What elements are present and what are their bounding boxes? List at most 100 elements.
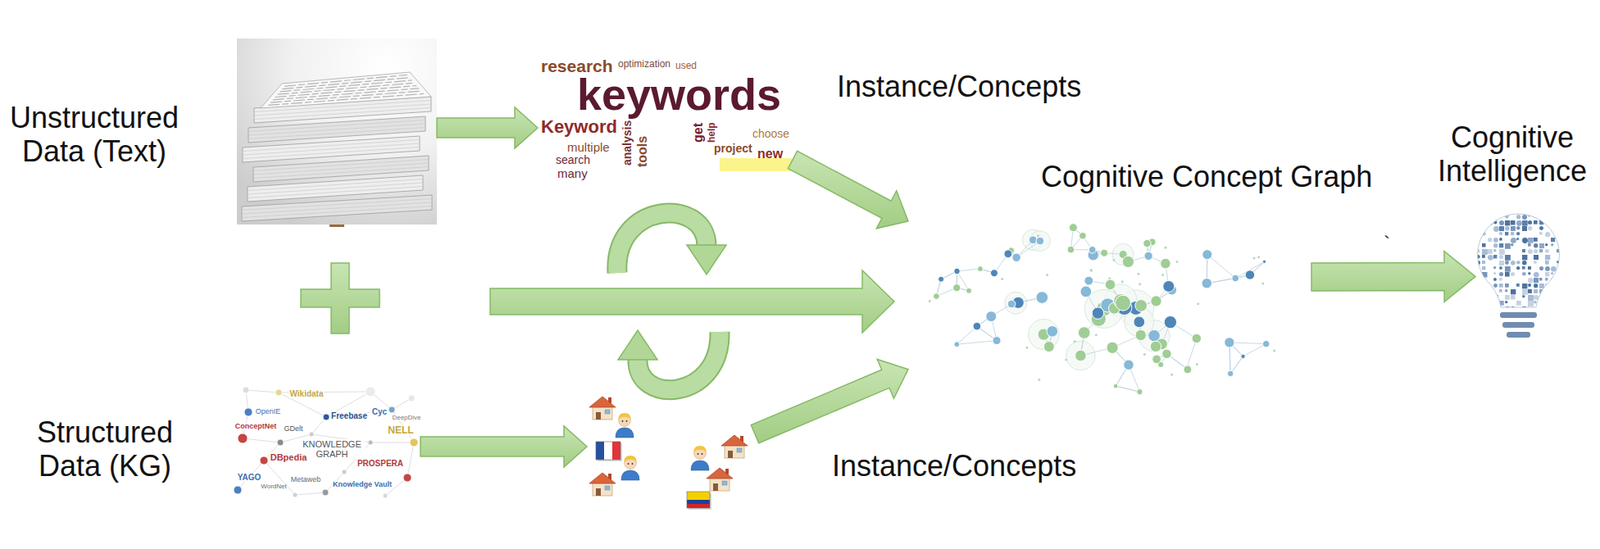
print-lines [281, 77, 410, 90]
network-speck [1195, 363, 1199, 366]
house-window [604, 486, 610, 491]
network-node [1163, 315, 1177, 328]
bulb-glyph [1493, 272, 1496, 275]
bulb-glyph [1499, 237, 1503, 241]
bulb-glyph [1476, 277, 1481, 282]
kg-source-name: DeepDive [390, 414, 422, 422]
edge-label: Instance/Concepts [831, 449, 1077, 483]
bulb-glyph [1476, 220, 1482, 226]
bulb-glyph [1516, 231, 1520, 236]
bulb-glyph [1504, 295, 1510, 300]
network-node [1152, 354, 1162, 364]
house-wall [709, 477, 730, 491]
flag-stripe [604, 441, 613, 460]
bulb-glyph [1539, 266, 1544, 271]
cloud-word: help [706, 122, 717, 143]
bulb-glyph [1510, 220, 1515, 225]
photo-ground [236, 38, 437, 225]
paper-layer [248, 127, 426, 140]
bulb-glyph [1476, 231, 1482, 238]
kg-dot [322, 413, 330, 421]
network-link [1115, 386, 1140, 392]
network-node [1163, 280, 1175, 292]
bulb-glyph [1550, 243, 1554, 246]
network-node [1007, 300, 1016, 309]
network-node [992, 336, 1001, 346]
bulb-glyph [1481, 283, 1487, 288]
kg-source-name: Freebase [330, 412, 369, 421]
paper-layer [241, 206, 432, 219]
network-node [1201, 278, 1212, 289]
merge-arrow [490, 270, 895, 333]
bulb-glyph [1522, 237, 1528, 244]
bulb-glyph [1550, 266, 1557, 273]
bulb-glyph [1527, 272, 1532, 276]
bulb-glyph [1504, 289, 1508, 292]
cloud-word: analysis [621, 120, 633, 166]
concept-graph: Cognitive Concept Graph [908, 204, 1312, 409]
cycle-arrow [637, 331, 720, 391]
bulb-glyph [1499, 283, 1504, 288]
bulb-glyph [1527, 220, 1532, 225]
kg-dot [275, 389, 282, 396]
bulb-glyph [1533, 220, 1538, 225]
bulb-glyph [1481, 249, 1488, 255]
network-node [1106, 341, 1119, 354]
bulb-glyph [1556, 237, 1560, 241]
kg-source-name: DBpedia [269, 453, 309, 463]
bulb-glyph [1493, 254, 1497, 259]
bulb-glyph [1487, 249, 1493, 255]
bulb-glyph [1481, 266, 1486, 270]
network-link [956, 340, 997, 346]
graph-heading: Cognitive Concept Graph [1040, 159, 1373, 194]
cloud-word: research [540, 57, 614, 75]
network-node [1160, 258, 1172, 269]
bulb-glyph [1533, 272, 1540, 278]
bulb-glyph [1493, 277, 1497, 282]
flag-stripe [686, 504, 710, 509]
bulb-glyph [1522, 289, 1528, 296]
house-wall [592, 482, 613, 496]
bulb-glyph [1476, 289, 1481, 294]
source-heading: Unstructured Data (Text) [1, 100, 187, 169]
cloud-word: project [713, 142, 753, 155]
kg-source-name: YAGO [236, 473, 263, 482]
bulb-glyph [1510, 289, 1516, 295]
network-node [990, 269, 998, 278]
network-speck [1138, 282, 1141, 286]
kg-dot [409, 438, 419, 447]
network-node [1100, 249, 1109, 257]
bulb-glyph [1504, 220, 1510, 226]
bulb-glyph [1481, 260, 1486, 264]
flag-border [686, 491, 710, 509]
kg-dot [341, 469, 347, 475]
bulb-glyph [1504, 300, 1508, 304]
kg-dot [233, 486, 242, 495]
bulb-glyph [1522, 254, 1528, 260]
kg-link [245, 390, 279, 393]
flag-icon [686, 491, 712, 510]
bulb-glyph [1539, 243, 1545, 249]
house-window [736, 448, 742, 453]
bulb-glyph [1476, 300, 1482, 306]
edge-label: Instance/Concepts [836, 69, 1082, 104]
bulb-glyph [1545, 306, 1548, 310]
bulb-glyph [1481, 289, 1487, 295]
person-eye [701, 453, 704, 455]
bulb-glyph [1545, 231, 1550, 237]
bulb-glyph [1556, 300, 1561, 305]
bulb-glyph [1533, 289, 1538, 294]
bulb-glyph [1493, 266, 1496, 269]
bulb-glyph [1522, 266, 1526, 270]
person-hair [693, 445, 706, 453]
bulb-glyph [1516, 226, 1521, 231]
bulb-glyph [1550, 272, 1554, 275]
bulb-glyph [1516, 300, 1522, 306]
source-heading: Structured Data (KG) [18, 415, 191, 484]
cloud-word: used [675, 60, 697, 71]
bulb-glyph [1476, 306, 1481, 311]
concept-network [928, 223, 1277, 396]
network-link [957, 268, 981, 272]
bulb-glyph [1504, 266, 1511, 273]
bulb-glyph [1510, 226, 1516, 232]
